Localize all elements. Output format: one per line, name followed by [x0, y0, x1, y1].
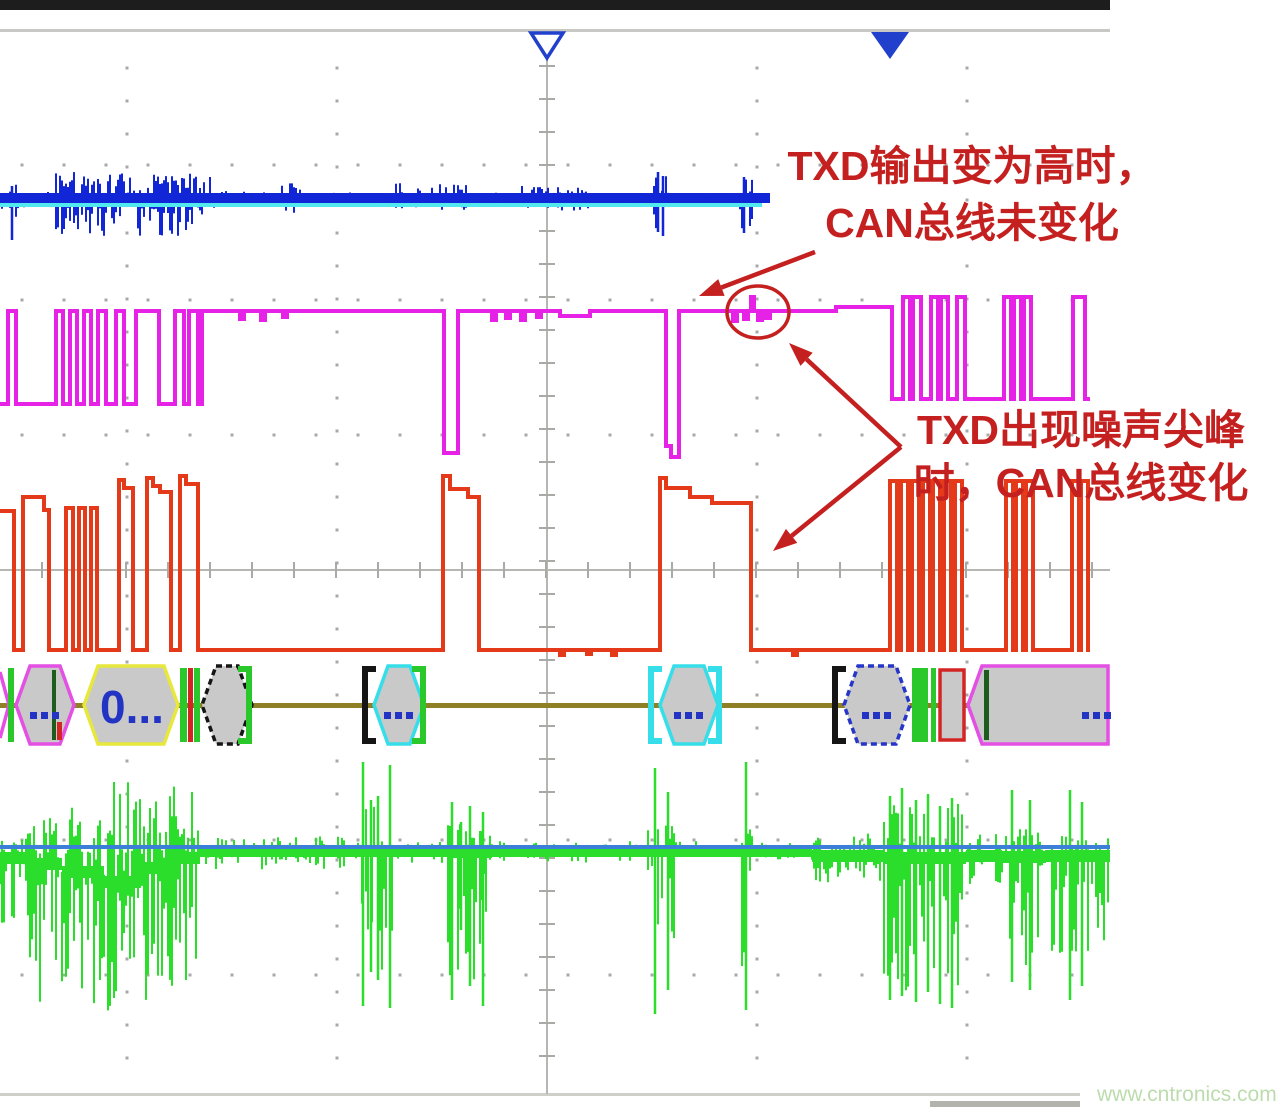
annotation-txd-noise-line2: 时，CAN总线变化 [913, 460, 1249, 506]
cyan-reference-line [0, 203, 762, 207]
decode-bracket_open [362, 666, 376, 744]
blue-analog-trace [0, 172, 770, 240]
decode-vbar [931, 668, 936, 742]
watermark: www.cntronics.com [1097, 1083, 1277, 1106]
decode-hexpart_left [966, 664, 1111, 746]
decode-bracket_close [412, 666, 426, 744]
annotation-graphics [699, 249, 903, 551]
annotation-txd-high-line2: CAN总线未变化 [825, 200, 1119, 246]
green-analog-trace [0, 762, 1110, 1014]
hollow-trigger-marker-icon [527, 31, 567, 62]
decode-bracket_open [648, 666, 662, 744]
decode-hex [14, 664, 76, 746]
bus-decode-bar: 0... [0, 664, 1111, 746]
decode-hex: 0... [82, 664, 180, 746]
decode-vbar [180, 668, 187, 742]
green-channel-reference-line [0, 845, 1110, 849]
annotation-txd-noise-line1: TXD出现噪声尖峰 [917, 407, 1245, 453]
decode-bracket_close [708, 666, 722, 744]
annotation-arrow-icon [773, 528, 798, 551]
decode-rect [938, 668, 966, 742]
can-bus-digital-trace [0, 474, 1090, 657]
filled-trigger-marker-icon [871, 32, 909, 59]
txd-digital-trace [0, 295, 1090, 459]
decode-hex [842, 664, 912, 746]
noise-highlight-circle [725, 284, 791, 340]
annotation-arrow-icon [789, 343, 813, 366]
svg-text:0...: 0... [100, 681, 164, 733]
decode-vbar [194, 668, 200, 742]
decode-vbar [8, 668, 14, 742]
decode-bracket_close [238, 666, 252, 744]
decode-hex [200, 664, 254, 746]
annotation-txd-high-line1: TXD输出变为高时， [787, 143, 1157, 189]
screen-chrome [0, 0, 1110, 1107]
decode-vbar [912, 668, 928, 742]
annotation-arrow-icon [699, 279, 725, 296]
decode-hex [372, 664, 426, 746]
decode-vbar [188, 668, 193, 742]
decode-bracket_open [832, 666, 846, 744]
decode-hex [658, 664, 720, 746]
graticule [0, 32, 1110, 1094]
trigger-markers [527, 31, 909, 62]
